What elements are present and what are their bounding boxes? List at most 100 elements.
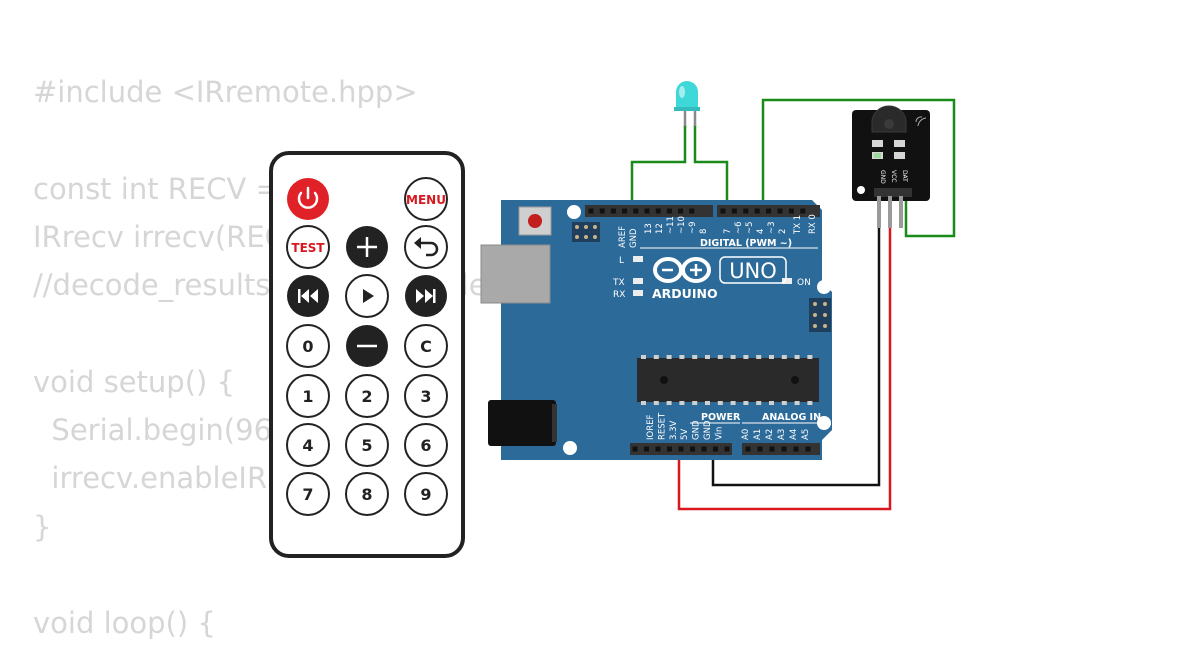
header-pin-hole[interactable] <box>793 446 799 452</box>
header-pin-hole[interactable] <box>644 446 649 452</box>
digital-label: DIGITAL (PWM ~) <box>700 238 792 249</box>
header-pin-hole[interactable] <box>800 208 806 214</box>
ir-signal-wire[interactable] <box>761 98 956 238</box>
usb-connector <box>480 244 551 304</box>
header-pin-hole[interactable] <box>632 446 638 452</box>
test-button[interactable]: TEST <box>286 225 330 269</box>
key-2-button[interactable]: 2 <box>345 374 389 418</box>
key-3-button[interactable]: 3 <box>404 374 448 418</box>
gnd-pin[interactable] <box>877 196 881 228</box>
key-7-button[interactable]: 7 <box>286 472 330 516</box>
header-pin-hole[interactable] <box>766 208 772 214</box>
l-led <box>633 256 643 262</box>
header-pin-hole[interactable] <box>588 208 594 214</box>
key-0-button[interactable]: 0 <box>286 324 330 368</box>
header-pin-hole[interactable] <box>781 446 787 452</box>
smd-resistor <box>872 140 883 147</box>
pin-label: GND <box>629 228 639 248</box>
header-pin-hole[interactable] <box>745 446 751 452</box>
header-pin-hole[interactable] <box>599 208 605 214</box>
pin-label: 4 <box>756 229 766 234</box>
menu-label: MENU <box>406 193 446 207</box>
pin-label: ~6 <box>734 221 744 234</box>
vcc-5v-wire[interactable] <box>677 198 892 511</box>
header-pin-hole[interactable] <box>757 446 763 452</box>
header-pin-hole[interactable] <box>655 208 661 214</box>
header-pin-hole[interactable] <box>610 208 616 214</box>
key-9-button[interactable]: 9 <box>404 472 448 516</box>
header-pin-hole[interactable] <box>655 446 661 452</box>
key-c-button[interactable]: C <box>404 324 448 368</box>
key-1-button[interactable]: 1 <box>286 374 330 418</box>
vcc-pin[interactable] <box>888 196 892 228</box>
ir-receiver-module[interactable]: GND VCC DAT <box>852 105 930 228</box>
header-pin-hole[interactable] <box>667 446 672 452</box>
header-pin-hole[interactable] <box>633 208 639 214</box>
plus-button[interactable] <box>346 226 388 268</box>
reset-button[interactable] <box>518 206 552 236</box>
header-pin-hole[interactable] <box>713 446 718 452</box>
play-icon <box>363 289 374 303</box>
led-pin7-wire[interactable] <box>693 125 729 210</box>
header-pin-hole[interactable] <box>622 208 628 214</box>
power-label: POWER <box>701 412 741 423</box>
chip-pin <box>717 401 723 405</box>
header-pin-hole[interactable] <box>666 208 672 214</box>
dat-pin[interactable] <box>899 196 903 228</box>
led-gnd-wire[interactable] <box>630 125 687 210</box>
back-button[interactable] <box>404 225 448 269</box>
header-pin-hole[interactable] <box>720 208 726 214</box>
previous-button[interactable] <box>287 275 329 317</box>
header-pin-hole[interactable] <box>689 208 695 214</box>
pin-label: A4 <box>789 429 799 440</box>
pin-label: ~5 <box>745 221 755 234</box>
header-pin-hole[interactable] <box>724 446 730 452</box>
next-button[interactable] <box>405 275 447 317</box>
digital-pin-holes <box>588 208 806 214</box>
header-pin-hole[interactable] <box>731 208 737 214</box>
chip-pin <box>653 355 659 359</box>
key-8-button[interactable]: 8 <box>345 472 389 516</box>
minus-button[interactable] <box>346 325 388 367</box>
power-jack <box>488 400 556 446</box>
header-pin-hole[interactable] <box>788 208 794 214</box>
chip-pin <box>781 401 787 405</box>
key-label: 1 <box>302 387 313 406</box>
pin-label: RESET <box>657 412 667 440</box>
tx-led-label: TX <box>612 278 625 288</box>
pin-label: IOREF <box>646 415 656 440</box>
chip-pin <box>756 355 762 359</box>
arduino-logo-icon <box>653 257 711 283</box>
menu-button[interactable]: MENU <box>404 177 448 221</box>
header-pin-hole[interactable] <box>644 208 650 214</box>
header-pin-hole[interactable] <box>743 208 749 214</box>
smd-resistor <box>894 140 905 147</box>
key-label: 3 <box>420 387 431 406</box>
key-5-button[interactable]: 5 <box>345 423 389 467</box>
header-pin-hole[interactable] <box>690 446 695 452</box>
header-pin-hole[interactable] <box>678 446 684 452</box>
icsp-header <box>572 222 600 242</box>
chip-pin <box>692 355 698 359</box>
header-pin-hole[interactable] <box>678 208 684 214</box>
chip-pin <box>743 355 749 359</box>
header-pin-hole[interactable] <box>805 446 811 452</box>
play-button[interactable] <box>345 274 389 318</box>
key-6-button[interactable]: 6 <box>404 423 448 467</box>
pin-label: 12 <box>655 223 665 234</box>
pin-label: 8 <box>699 229 709 234</box>
led-component[interactable] <box>674 81 700 126</box>
key-4-button[interactable]: 4 <box>286 423 330 467</box>
pin-label: TX 1 <box>793 215 803 235</box>
circuit-canvas[interactable]: MENU TEST <box>0 0 1200 630</box>
bottom-pin-holes <box>632 446 811 452</box>
header-pin-hole[interactable] <box>777 208 783 214</box>
power-button[interactable] <box>287 178 329 220</box>
gnd-wire[interactable] <box>711 198 881 487</box>
header-pin-hole[interactable] <box>769 446 775 452</box>
header-pin-hole[interactable] <box>701 446 707 452</box>
header-pin-hole[interactable] <box>754 208 760 214</box>
gnd-pin-label: GND <box>879 170 886 184</box>
